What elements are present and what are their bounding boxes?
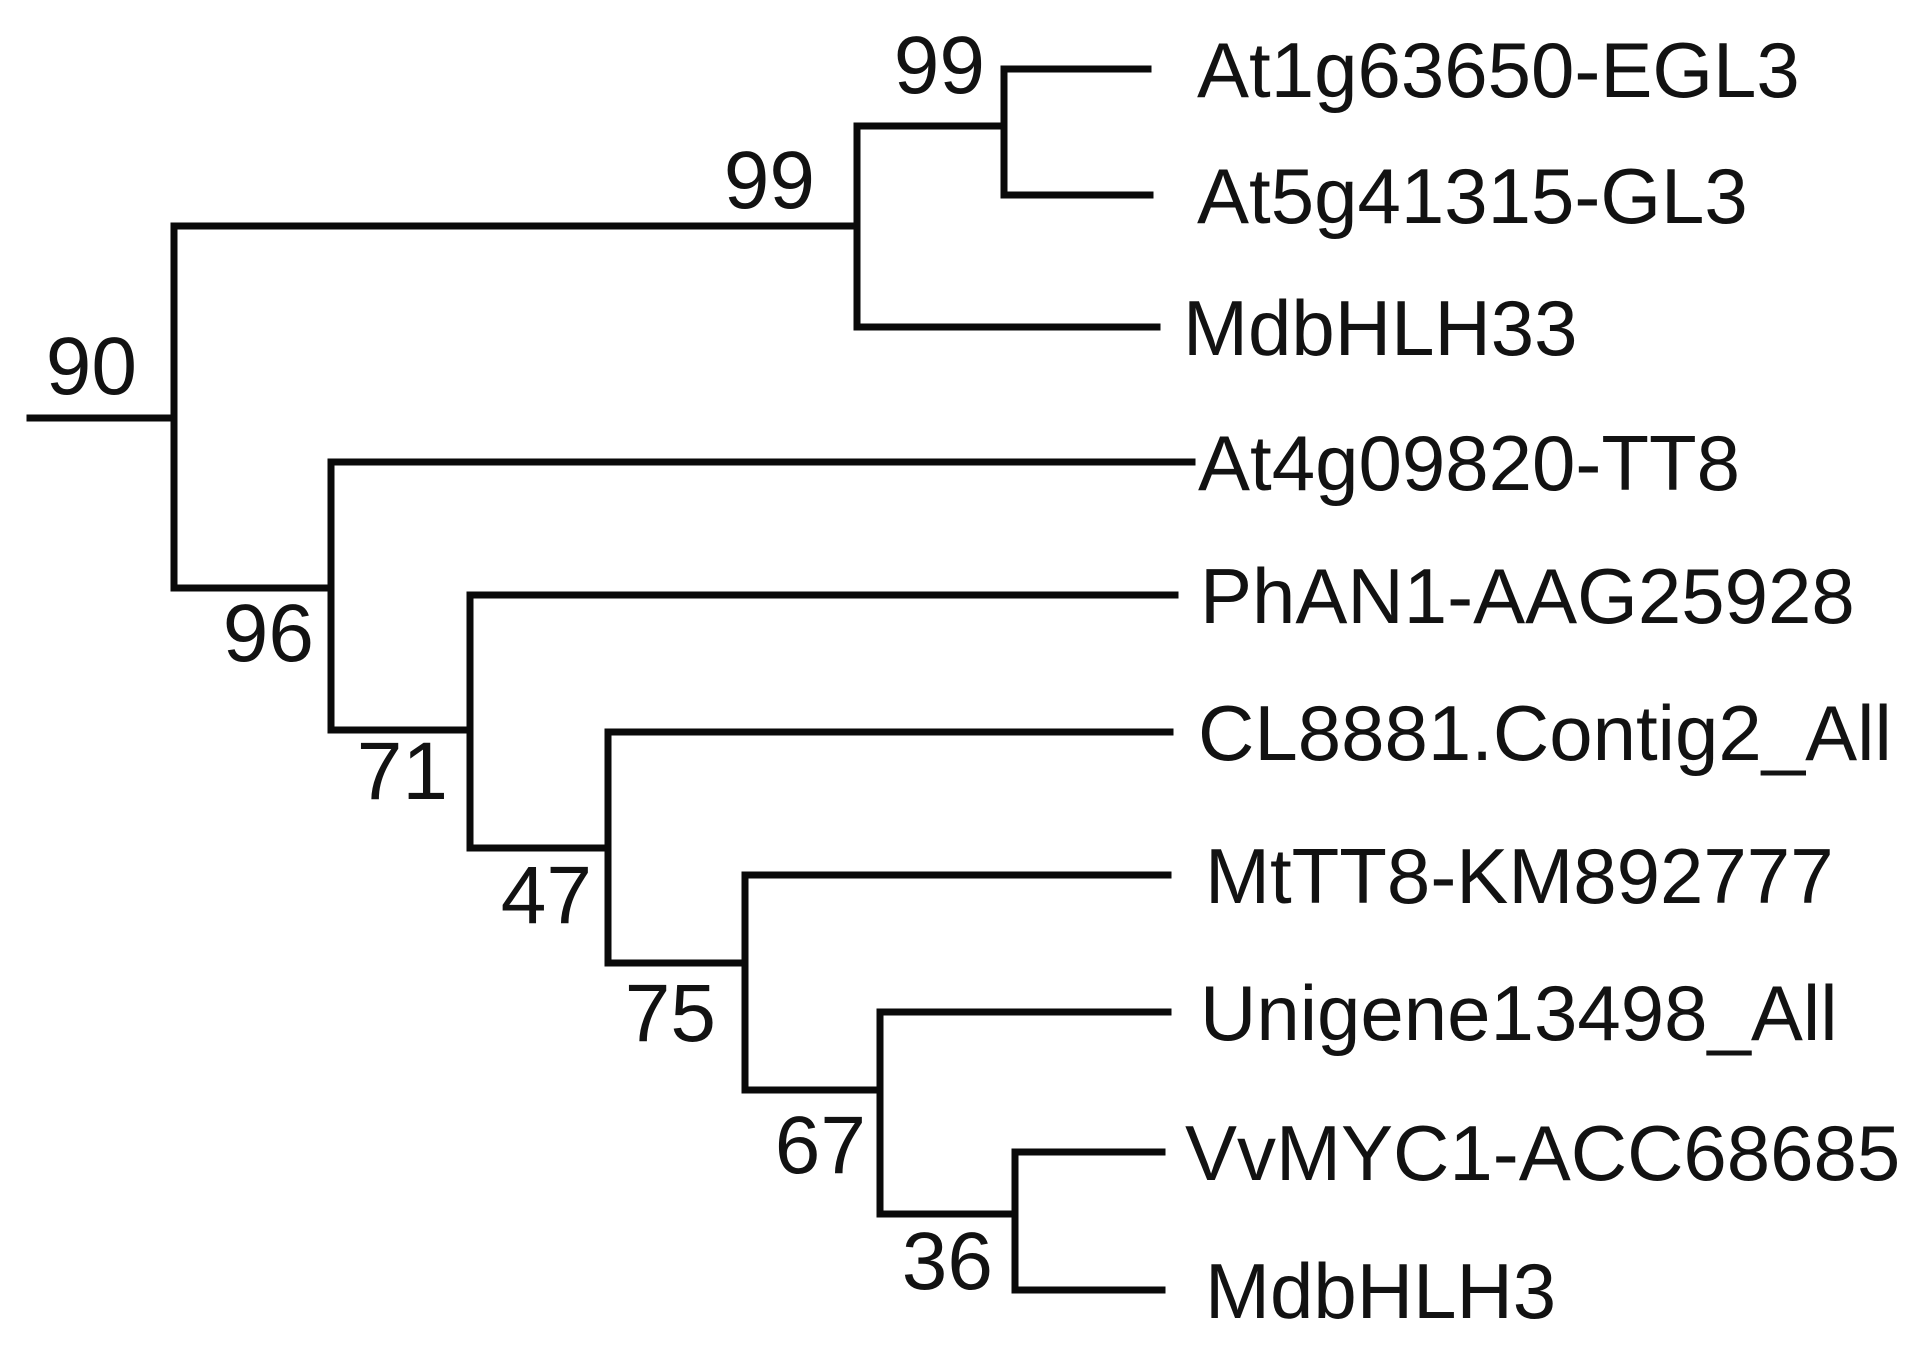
bootstrap-value-label: 67: [775, 1100, 866, 1191]
bootstrap-value-label: 96: [223, 588, 314, 679]
taxon-label: MdbHLH3: [1205, 1247, 1556, 1335]
bootstrap-value-label: 75: [625, 968, 716, 1059]
taxon-label: PhAN1-AAG25928: [1200, 552, 1855, 640]
taxon-label: At4g09820-TT8: [1198, 419, 1740, 507]
bootstrap-value-label: 47: [501, 850, 592, 941]
taxon-label: VvMYC1-ACC68685: [1185, 1109, 1900, 1197]
taxon-label: MtTT8-KM892777: [1205, 832, 1834, 920]
bootstrap-value-label: 99: [894, 20, 985, 111]
taxon-label: CL8881.Contig2_All: [1198, 689, 1892, 777]
bootstrap-value-label: 71: [357, 726, 448, 817]
taxon-label: MdbHLH33: [1183, 284, 1578, 372]
taxon-label: Unigene13498_All: [1200, 969, 1838, 1057]
bootstrap-value-label: 36: [902, 1216, 993, 1307]
taxon-label: At5g41315-GL3: [1197, 152, 1748, 240]
bootstrap-value-label: 99: [724, 135, 815, 226]
bootstrap-value-label: 90: [46, 321, 137, 412]
taxon-label: At1g63650-EGL3: [1197, 26, 1800, 114]
